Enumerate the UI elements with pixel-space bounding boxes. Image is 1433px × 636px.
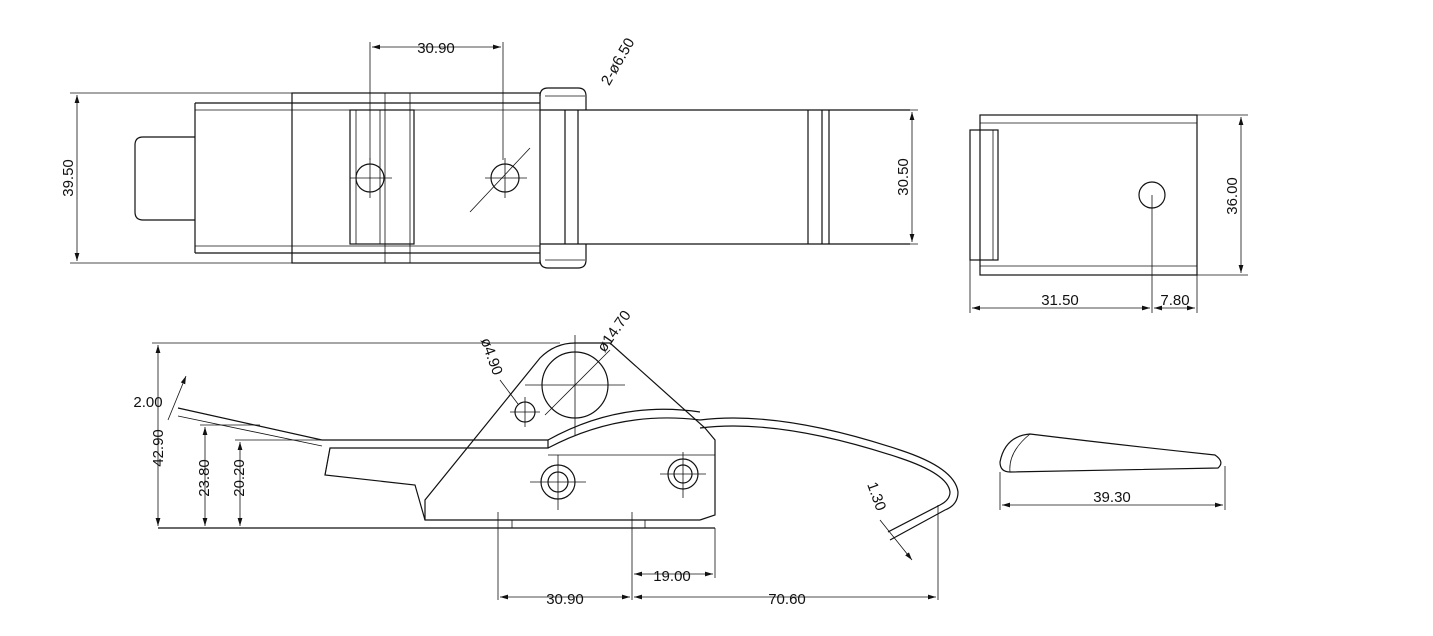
dim-pivot-dia: ø14.70 — [594, 307, 635, 355]
keeper-view: 36.00 31.50 7.80 — [969, 114, 1248, 313]
dim-keeper-hole-offset: 7.80 — [1160, 292, 1189, 309]
dim-strap-width: 30.50 — [895, 158, 912, 196]
dim-catch-length: 39.30 — [1093, 489, 1131, 506]
dim-hook-reach: 70.60 — [768, 591, 806, 608]
top-view: 30.90 2-ø6.50 39.50 30.50 — [60, 35, 918, 269]
dim-small-hole-dia: ø4.90 — [477, 336, 506, 378]
side-view: 2.00 42.90 23.80 20.20 ø14.70 ø4.90 1.30… — [133, 307, 959, 608]
dim-keeper-height: 36.00 — [1224, 177, 1241, 215]
dim-overall-width: 39.50 — [60, 159, 77, 197]
dim-hole-callout: 2-ø6.50 — [598, 35, 639, 88]
dim-base-offset: 19.00 — [653, 568, 691, 585]
dim-height-a: 23.80 — [196, 459, 213, 497]
dim-base-spacing: 30.90 — [546, 591, 584, 608]
dim-top-spacing: 30.90 — [417, 40, 455, 57]
dim-lever-thickness: 2.00 — [133, 394, 162, 411]
dim-hook-thickness: 1.30 — [863, 480, 889, 513]
catch-view: 39.30 — [999, 433, 1226, 510]
dim-keeper-length: 31.50 — [1041, 292, 1079, 309]
dim-height-b: 20.20 — [231, 459, 248, 497]
dim-overall-height: 42.90 — [150, 429, 167, 467]
